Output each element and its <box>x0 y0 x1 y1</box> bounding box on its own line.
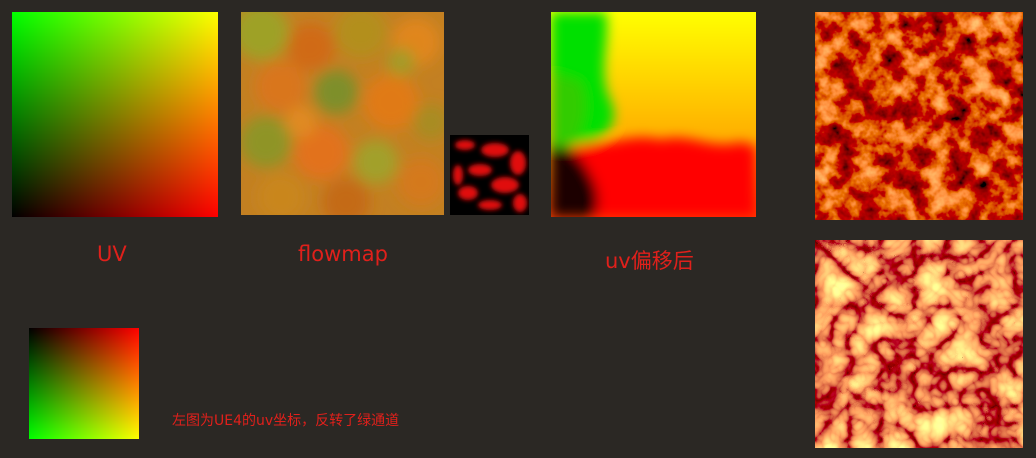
flowmap-image <box>241 12 444 215</box>
ue4-uv-gradient-image <box>29 328 139 439</box>
uv-offset-image <box>551 12 756 217</box>
lava-texture-image <box>815 12 1023 220</box>
lava-flow-texture-image <box>815 240 1023 448</box>
uv-gradient-image <box>12 12 218 217</box>
flowmap-mask-thumbnail <box>450 135 529 215</box>
uv-offset-label: uv偏移后 <box>605 249 694 273</box>
uv-label: UV <box>97 242 127 266</box>
flowmap-label: flowmap <box>298 242 388 266</box>
ue4-uv-note: 左图为UE4的uv坐标，反转了绿通道 <box>172 413 400 429</box>
